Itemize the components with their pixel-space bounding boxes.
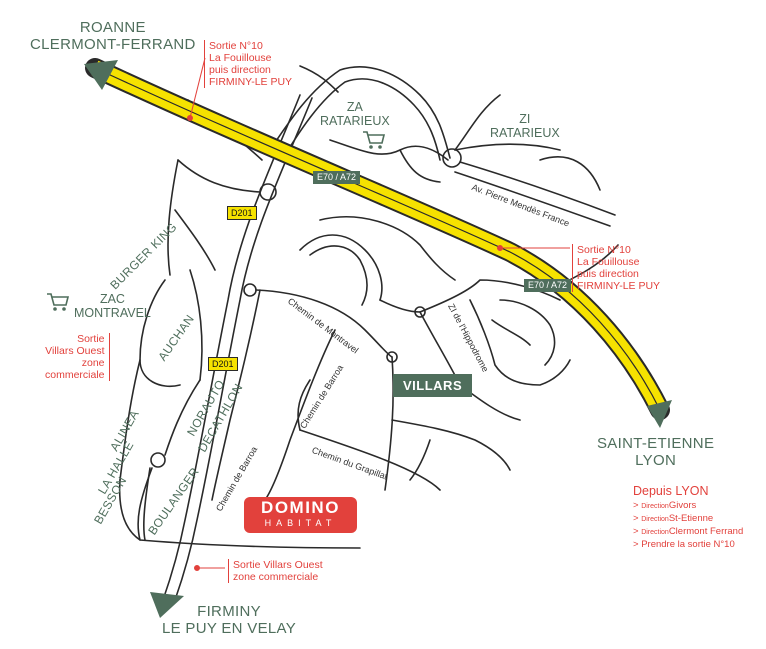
directions-item-small: Direction: [641, 529, 669, 536]
exit-note-south-line: Sortie Villars Ouest: [233, 559, 323, 571]
exit-note-south-line: zone commerciale: [233, 571, 319, 584]
directions-item-small: Direction: [641, 516, 669, 523]
destination-south-line1: FIRMINY: [197, 603, 261, 620]
exit-note-west-line: zone: [81, 357, 105, 370]
zone-za-line1: ZA: [346, 100, 363, 114]
exit-note-north-line: puis direction: [209, 64, 271, 77]
zone-za-ratarieux: ZA RATARIEUX: [320, 100, 390, 128]
exit-note-west-line: commerciale: [45, 369, 105, 382]
zone-villars: VILLARS: [393, 374, 473, 397]
zone-zac-line2: MONTRAVEL: [74, 306, 151, 320]
directions-item: > DirectionClermont Ferrand: [633, 526, 743, 539]
shopping-cart-icon: [363, 131, 386, 149]
directions-item-text: St-Etienne: [668, 513, 714, 524]
exit-note-west: Sortie Villars Ouest zone commerciale: [45, 333, 110, 382]
directions-item-prefix: >: [633, 526, 642, 537]
road-badge-e70-top: E70 / A72: [313, 171, 361, 184]
destination-south-line2: LE PUY EN VELAY: [162, 619, 297, 637]
directions-item-text: Clermont Ferrand: [668, 526, 744, 537]
arrow-north-icon: [84, 60, 118, 90]
zone-zac-montravel: ZAC MONTRAVEL: [74, 292, 151, 320]
directions-item-small: Direction: [641, 503, 669, 510]
road-badge-d201-bottom: D201: [208, 357, 238, 371]
exit-note-west-line: Sortie: [77, 333, 105, 345]
destination-east-line1: SAINT-ETIENNE: [597, 435, 715, 452]
exit-note-north: Sortie N°10 La Fouillouse puis direction…: [204, 40, 293, 89]
logo-line1: DOMINO: [261, 498, 340, 517]
directions-item: > DirectionSt-Etienne: [633, 513, 743, 526]
exit-note-south: Sortie Villars Ouest zone commerciale: [228, 559, 323, 584]
directions-item-prefix: >: [633, 500, 642, 511]
directions-item-prefix: >: [633, 539, 642, 550]
destination-south: FIRMINY LE PUY EN VELAY: [162, 603, 297, 638]
arrow-east-icon: [647, 400, 672, 428]
road-badge-d201-top: D201: [227, 206, 257, 220]
directions-item: > Prendre la sortie N°10: [633, 539, 743, 552]
destination-north-line1: ROANNE: [79, 19, 146, 36]
arrow-south-icon: [150, 592, 184, 618]
exit-note-west-line: Villars Ouest: [45, 345, 105, 358]
directions-item: > DirectionGivors: [633, 500, 743, 513]
destination-north-line2: CLERMONT-FERRAND: [30, 35, 196, 53]
exit-note-east-line: puis direction: [577, 268, 639, 281]
zone-zi-ratarieux: ZI RATARIEUX: [490, 112, 560, 140]
directions-title: Depuis LYON: [633, 484, 709, 498]
domino-habitat-logo: DOMINO HABITAT: [244, 497, 357, 533]
logo-line2: HABITAT: [264, 518, 337, 528]
exit-note-east: Sortie N°10 La Fouillouse puis direction…: [572, 244, 661, 293]
avenue-pierre-mendes: [459, 161, 616, 216]
road-badge-e70-right: E70 / A72: [524, 279, 572, 292]
zone-za-line2: RATARIEUX: [320, 114, 390, 128]
directions-panel: Depuis LYON > DirectionGivors > Directio…: [633, 484, 743, 552]
exit-note-east-line: La Fouillouse: [577, 256, 640, 269]
exit-note-east-line: Sortie N°10: [577, 244, 631, 256]
exit-note-east-line: FIRMINY-LE PUY: [577, 280, 661, 293]
exit-note-north-line: Sortie N°10: [209, 40, 263, 52]
directions-item-prefix: >: [633, 513, 642, 524]
zone-zi-line1: ZI: [519, 112, 531, 126]
exit-note-north-line: La Fouillouse: [209, 52, 272, 65]
directions-list: > DirectionGivors > DirectionSt-Etienne …: [633, 500, 743, 552]
destination-east-line2: LYON: [635, 451, 677, 469]
directions-item-text: Givors: [668, 500, 697, 511]
directions-item-text: Prendre la sortie N°10: [641, 539, 735, 550]
destination-north: ROANNE CLERMONT-FERRAND: [30, 19, 196, 54]
zone-zac-line1: ZAC: [99, 292, 125, 306]
zone-zi-line2: RATARIEUX: [490, 126, 560, 140]
exit-note-north-line: FIRMINY-LE PUY: [209, 76, 293, 89]
shopping-cart-icon: [47, 293, 70, 311]
destination-east: SAINT-ETIENNE LYON: [597, 435, 715, 470]
